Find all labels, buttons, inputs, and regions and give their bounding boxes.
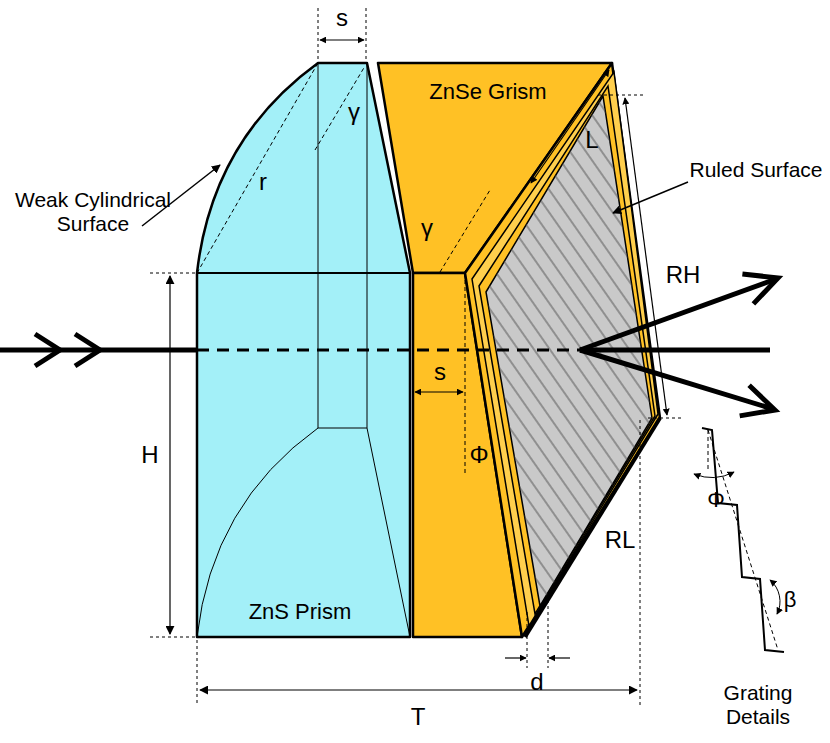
dimension-label: d: [530, 668, 543, 696]
angle-label: β: [784, 587, 797, 612]
angle-label: Φ: [707, 487, 725, 512]
dimension-label: T: [411, 703, 426, 731]
part-name: ZnSe Grism: [429, 79, 546, 104]
part-callout: Weak Cylindrical Surface: [4, 188, 182, 236]
dimension-label: L: [585, 126, 598, 154]
angle-label: γ: [421, 214, 433, 242]
dimension-label: H: [141, 441, 158, 469]
dimension-label: RL: [605, 526, 636, 554]
dimension-label: r: [259, 168, 267, 196]
part-callout: Ruled Surface: [689, 158, 822, 182]
angle-label: Φ: [469, 441, 488, 469]
dimension-label: s: [434, 358, 446, 386]
dimension-label: s: [336, 4, 348, 32]
detail-caption: Grating Details: [708, 681, 808, 729]
angle-label: γ: [348, 98, 360, 126]
part-name: ZnS Prism: [249, 599, 352, 624]
dimension-label: RH: [666, 261, 701, 289]
